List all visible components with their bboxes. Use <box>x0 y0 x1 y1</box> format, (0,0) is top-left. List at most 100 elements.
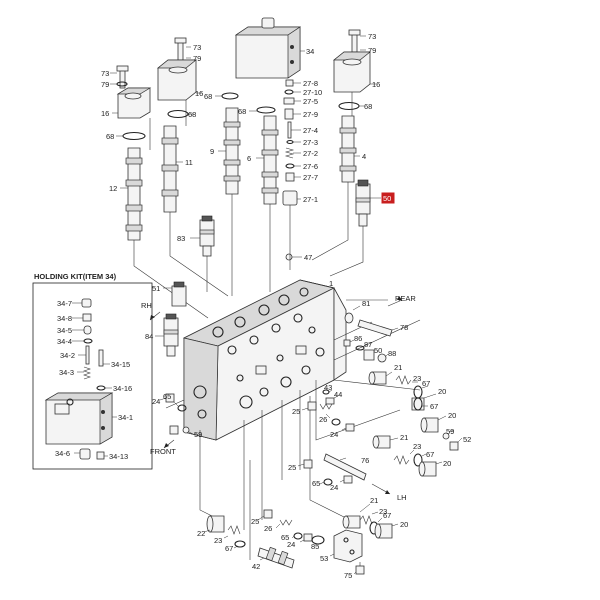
part-label: 86 <box>354 334 362 343</box>
part-label: 11 <box>185 158 193 167</box>
kit-label-34-6: 34-6 <box>55 449 70 458</box>
part-label: 4 <box>362 152 366 161</box>
highlight-marker-50[interactable] <box>381 192 395 204</box>
part-label: 23 <box>413 374 421 383</box>
part-label: 44 <box>334 390 342 399</box>
kit-label-34-1: 34-1 <box>118 413 133 422</box>
part-label: 43 <box>324 383 332 392</box>
part-number-labels: 73 79 34 73 79 73 79 16 16 16 68 68 68 6… <box>101 32 471 580</box>
kit-label-34-2: 34-2 <box>60 351 75 360</box>
part-label: 65 <box>312 479 320 488</box>
part-label: 20 <box>400 520 408 529</box>
part-label: 27-10 <box>303 88 322 97</box>
kit-label-34-8: 34-8 <box>57 314 72 323</box>
kit-label-34-4: 34-4 <box>57 337 72 346</box>
part-label: 67 <box>225 544 233 553</box>
part-label: 27-4 <box>303 126 318 135</box>
part-label: 51 <box>152 284 160 293</box>
part-label: 85 <box>311 542 319 551</box>
part-label: 84 <box>145 332 153 341</box>
part-label: 25 <box>292 407 300 416</box>
part-label: 75 <box>344 571 352 580</box>
part-label: 1 <box>329 279 333 288</box>
part-label: 27-9 <box>303 110 318 119</box>
top-components <box>110 17 381 261</box>
part-label: 27-3 <box>303 138 318 147</box>
part-label: 24 <box>287 540 295 549</box>
part-label: 9 <box>210 147 214 156</box>
part-label: 24 <box>330 483 338 492</box>
part-label: 65 <box>163 392 171 401</box>
part-label: 20 <box>443 459 451 468</box>
part-label: 79 <box>101 80 109 89</box>
part-label: 76 <box>361 456 369 465</box>
part-label: 24 <box>152 397 160 406</box>
part-label: 27-1 <box>303 195 318 204</box>
part-label: 25 <box>251 517 259 526</box>
part-label: 59 <box>194 430 202 439</box>
part-label: 68 <box>364 102 372 111</box>
part-label: 68 <box>204 92 212 101</box>
holding-kit-title: HOLDING KIT(ITEM 34) <box>34 272 117 281</box>
part-label: 42 <box>252 562 260 571</box>
part-label: 73 <box>101 69 109 78</box>
part-label: 21 <box>394 363 402 372</box>
part-label: 67 <box>426 450 434 459</box>
assembly-guide-lines-lower <box>165 299 421 560</box>
part-label: 22 <box>197 529 205 538</box>
part-label: 79 <box>368 46 376 55</box>
part-label: 23 <box>413 442 421 451</box>
part-label: 20 <box>448 411 456 420</box>
part-label: 87 <box>364 340 372 349</box>
part-label: 20 <box>438 387 446 396</box>
loose-parts <box>149 281 463 575</box>
holding-kit-parts <box>44 298 117 460</box>
kit-label-34-15: 34-15 <box>111 360 130 369</box>
holding-kit-labels: 34-7 34-8 34-5 34-4 34-2 34-15 34-3 34-1… <box>55 299 133 461</box>
part-label: 23 <box>214 536 222 545</box>
part-label: 73 <box>368 32 376 41</box>
part-label: 23 <box>379 507 387 516</box>
kit-label-34-5: 34-5 <box>57 326 72 335</box>
direction-front: FRONT <box>150 447 176 456</box>
direction-rear: REAR <box>395 294 416 303</box>
part-label: 16 <box>195 89 203 98</box>
part-label: 83 <box>177 234 185 243</box>
part-label: 68 <box>238 107 246 116</box>
part-label: 50 <box>374 346 382 355</box>
kit-label-34-3: 34-3 <box>59 368 74 377</box>
part-label: 27-6 <box>303 162 318 171</box>
kit-label-34-16: 34-16 <box>113 384 132 393</box>
part-label: 67 <box>430 402 438 411</box>
main-valve-block <box>182 279 347 441</box>
kit-label-34-13: 34-13 <box>109 452 128 461</box>
part-label: 26 <box>319 415 327 424</box>
part-label: 25 <box>288 463 296 472</box>
part-label: 16 <box>101 109 109 118</box>
part-label: 88 <box>388 349 396 358</box>
part-label: 27-7 <box>303 173 318 182</box>
part-label: 27-5 <box>303 97 318 106</box>
part-label: 26 <box>264 524 272 533</box>
part-label: 47 <box>304 253 312 262</box>
highlight-label: 50 <box>383 194 391 203</box>
part-label: 52 <box>463 435 471 444</box>
part-label: 73 <box>193 43 201 52</box>
part-label: 27-8 <box>303 79 318 88</box>
direction-rh: RH <box>141 301 152 310</box>
part-label: 67 <box>383 511 391 520</box>
part-label: 68 <box>188 110 196 119</box>
part-label: 12 <box>109 184 117 193</box>
holding-kit-box <box>32 282 153 470</box>
part-label: 78 <box>400 323 408 332</box>
part-label: 65 <box>281 533 289 542</box>
part-label: 59 <box>446 427 454 436</box>
part-label: 67 <box>422 379 430 388</box>
part-label: 27-2 <box>303 149 318 158</box>
kit-label-34-7: 34-7 <box>57 299 72 308</box>
part-label: 16 <box>372 80 380 89</box>
assembly-guide-lines <box>133 92 364 319</box>
part-label: 79 <box>193 54 201 63</box>
